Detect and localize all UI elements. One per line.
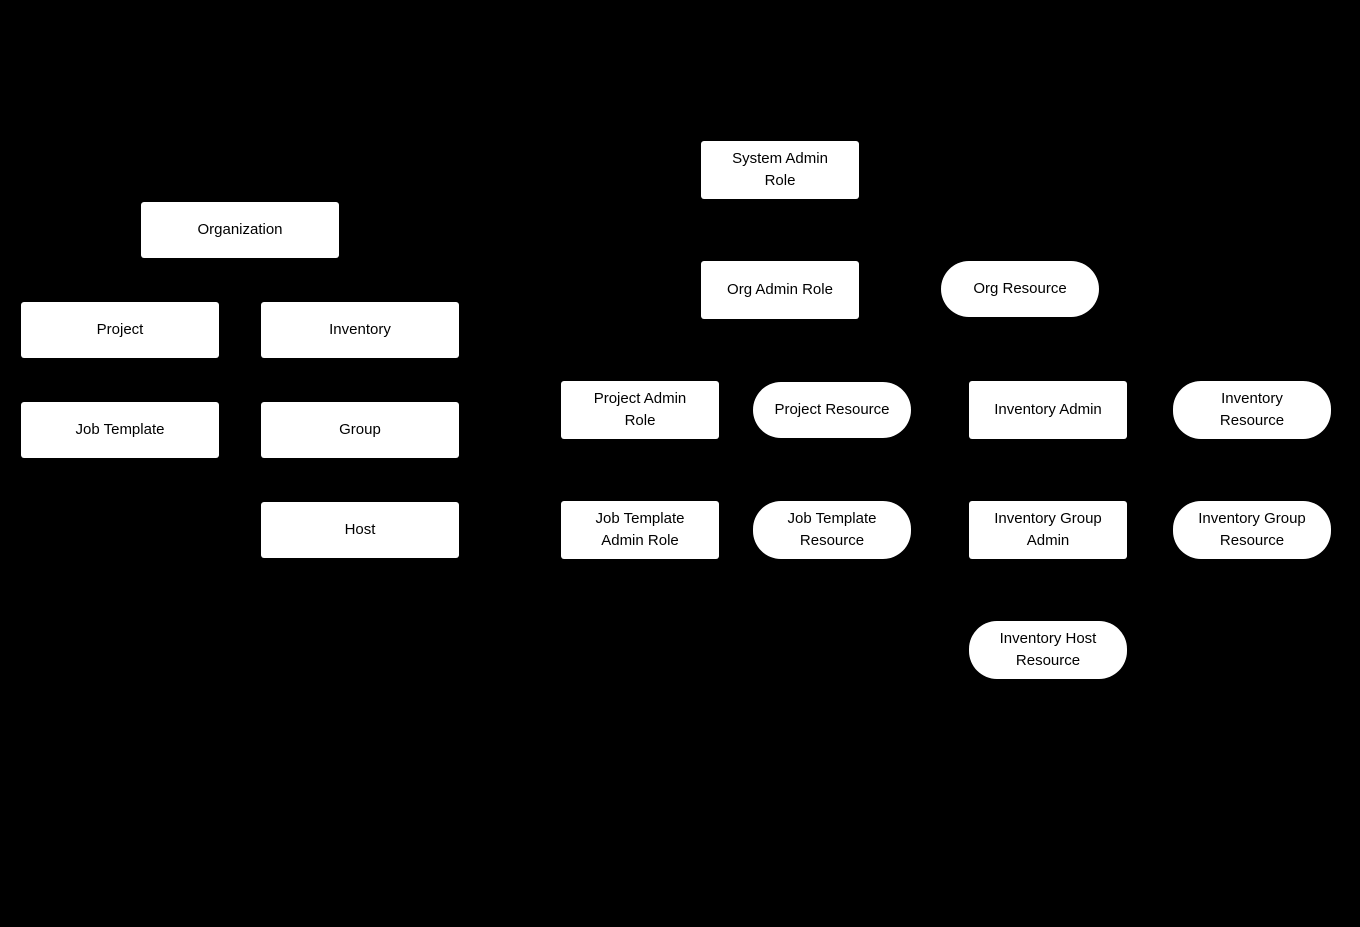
node-inventory-group-admin: Inventory Group Admin (969, 501, 1127, 559)
node-inventory-resource: Inventory Resource (1173, 381, 1331, 439)
node-label: Project Resource (774, 401, 890, 419)
node-project-admin-role: Project Admin Role (561, 381, 719, 439)
node-label: Org Resource (973, 280, 1067, 298)
node-label: Inventory Resource (1219, 390, 1285, 429)
node-job-template: Job Template (21, 402, 219, 458)
node-organization: Organization (141, 202, 339, 258)
node-system-admin-role: System Admin Role (701, 141, 859, 199)
node-label: Inventory Group Resource (1198, 510, 1306, 549)
node-job-template-admin-role: Job Template Admin Role (561, 501, 719, 559)
node-label: System Admin Role (732, 150, 828, 189)
node-org-admin-role: Org Admin Role (701, 261, 859, 319)
node-label: Organization (197, 221, 283, 239)
node-inventory-group-resource: Inventory Group Resource (1173, 501, 1331, 559)
node-label: Project Admin Role (593, 390, 687, 429)
node-label: Inventory (329, 321, 391, 339)
node-project-resource: Project Resource (753, 382, 911, 438)
node-group: Group (261, 402, 459, 458)
node-label: Job Template (75, 421, 165, 439)
node-job-template-resource: Job Template Resource (753, 501, 911, 559)
node-label: Inventory Host Resource (999, 630, 1097, 669)
node-inventory-host-resource: Inventory Host Resource (969, 621, 1127, 679)
node-label: Inventory Admin (994, 401, 1102, 419)
node-label: Host (344, 521, 376, 539)
node-label: Inventory Group Admin (994, 510, 1102, 549)
node-inventory-admin: Inventory Admin (969, 381, 1127, 439)
node-label: Org Admin Role (727, 281, 833, 299)
node-label: Job Template Resource (787, 510, 877, 549)
node-project: Project (21, 302, 219, 358)
node-label: Job Template Admin Role (595, 510, 685, 549)
node-org-resource: Org Resource (941, 261, 1099, 317)
node-host: Host (261, 502, 459, 558)
node-label: Group (339, 421, 381, 439)
node-inventory: Inventory (261, 302, 459, 358)
node-label: Project (96, 321, 144, 339)
